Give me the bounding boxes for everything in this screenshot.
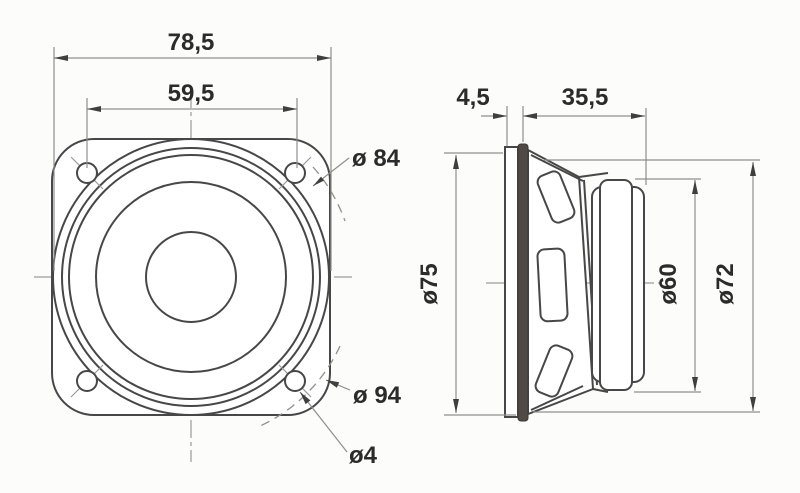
gasket: [517, 143, 529, 422]
arrowhead: [453, 399, 459, 413]
dim-label-hole-diameter: ø4: [349, 442, 378, 469]
arrowhead: [283, 106, 297, 112]
dim-label-corner-circle: ø 94: [353, 382, 402, 409]
dim-label-mounting-depth: 35,5: [562, 84, 609, 111]
top-plate-edge-bottom: [592, 388, 609, 393]
rim-circle-middle: [61, 147, 321, 407]
dim-label-magnet-diameter: ø60: [655, 263, 682, 304]
front-view-dimensions: 78,5 59,5 ø 84 ø 94 ø4: [53, 29, 402, 469]
dim-label-bolt-circle: ø 84: [352, 145, 401, 172]
mounting-flange: [504, 146, 519, 418]
arrowhead: [750, 162, 756, 176]
dim-label-hole-spacing: 59,5: [168, 80, 215, 107]
side-view: [486, 143, 660, 422]
arrowhead: [631, 113, 645, 119]
vent-window-middle: [536, 247, 569, 323]
cone-circle: [95, 181, 287, 373]
arrowhead: [750, 397, 756, 411]
arrowhead: [493, 113, 507, 119]
side-view-dimensions: 4,5 35,5 ø75 ø60 ø72: [416, 84, 760, 416]
arrowhead: [313, 176, 324, 186]
dim-label-flange-thickness: 4,5: [456, 84, 489, 111]
vent-window-bottom: [534, 344, 574, 398]
mounting-hole-bottom-right: [284, 370, 306, 392]
corner-arc-top-right: [312, 166, 346, 222]
vent-window-top: [536, 170, 576, 224]
cone-edge-bottom: [530, 385, 584, 411]
arrowhead: [87, 106, 101, 112]
rim-circle-outer: [52, 138, 330, 416]
cone-edge-top: [530, 154, 584, 182]
magnet-plate: [599, 179, 633, 391]
top-plate-edge-top: [578, 172, 609, 178]
dim-label-flange-diameter: ø75: [416, 263, 443, 304]
arrowhead: [692, 180, 698, 194]
arrowhead: [523, 113, 537, 119]
mounting-hole-bottom-left: [76, 370, 98, 392]
dim-label-rear-diameter: ø72: [712, 263, 739, 304]
arrowhead: [692, 377, 698, 391]
arrowhead: [453, 155, 459, 169]
dim-label-overall-width: 78,5: [168, 29, 215, 56]
arrowhead: [326, 380, 340, 388]
front-view: [34, 90, 352, 462]
dust-cap-circle: [145, 231, 237, 323]
surround-circle: [68, 154, 314, 400]
mounting-hole-top-right: [284, 162, 306, 184]
arrowhead: [317, 55, 331, 61]
arrowhead: [54, 55, 68, 61]
arrowhead: [300, 392, 311, 405]
